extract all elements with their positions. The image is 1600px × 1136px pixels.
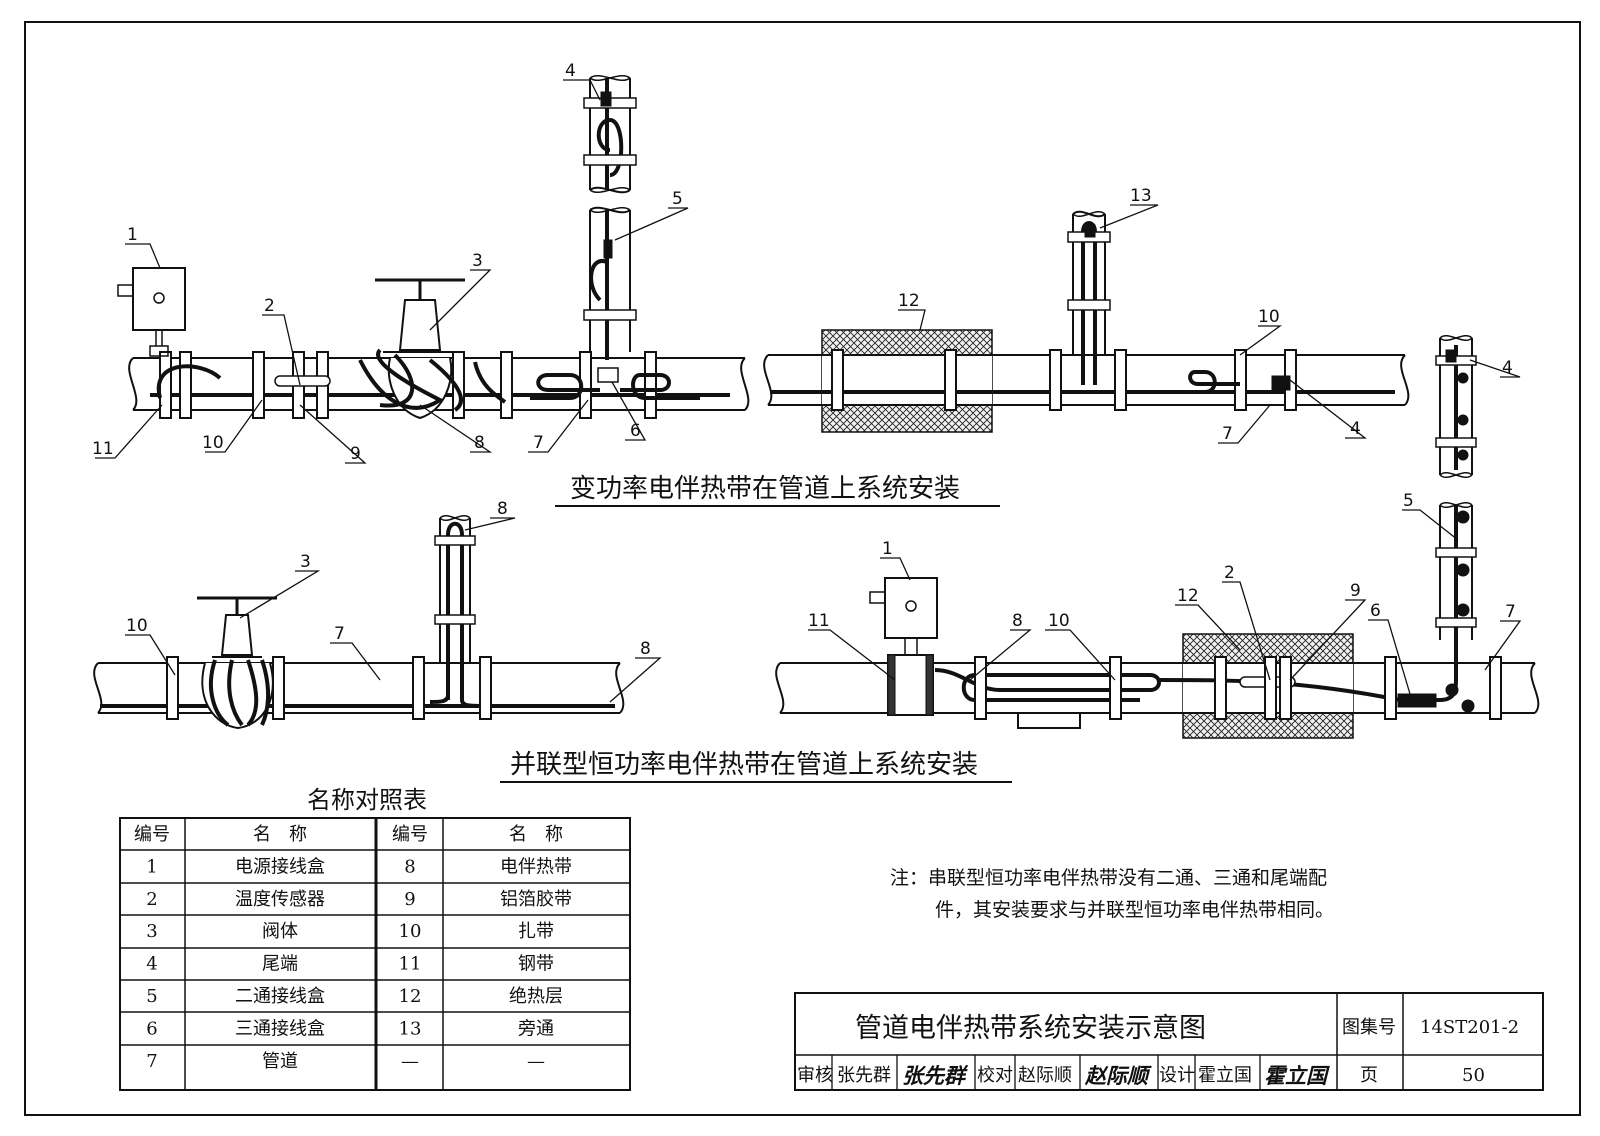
callout-8e: 8 xyxy=(1012,611,1023,631)
legend-cell: 6 xyxy=(146,1018,157,1039)
review-label: 审核 xyxy=(797,1065,833,1086)
legend-cell: 管道 xyxy=(262,1051,298,1072)
callout-7b: 7 xyxy=(1222,424,1233,444)
legend-cell: 4 xyxy=(146,954,157,975)
diagram-parallel-right xyxy=(775,577,1540,739)
legend-cell: 8 xyxy=(404,856,415,877)
callout-2: 2 xyxy=(264,296,275,316)
note-line-1: 注：串联型恒功率电伴热带没有二通、三通和尾端配 xyxy=(890,867,1328,889)
legend-cell: 11 xyxy=(399,954,422,975)
legend-cell: 13 xyxy=(399,1018,422,1039)
diagram-vertical-pipe-right xyxy=(1435,335,1477,680)
callout-10: 10 xyxy=(202,433,224,453)
callout-4c: 4 xyxy=(1502,358,1513,378)
diagram-title-bottom: 并联型恒功率电伴热带在管道上系统安装 xyxy=(510,750,978,780)
callout-3d: 3 xyxy=(300,552,311,572)
callout-1e: 1 xyxy=(882,539,893,559)
callout-9: 9 xyxy=(350,444,361,464)
callout-5: 5 xyxy=(672,189,683,209)
callout-7: 7 xyxy=(533,433,544,453)
callout-8: 8 xyxy=(474,433,485,453)
legend-cell: 2 xyxy=(146,889,157,910)
check-label: 校对 xyxy=(977,1065,1013,1086)
legend-cell: 三通接线盒 xyxy=(235,1018,325,1039)
callout-7c: 7 xyxy=(1505,602,1516,622)
callout-9e: 9 xyxy=(1350,581,1361,601)
reviewer-name: 张先群 xyxy=(837,1065,891,1086)
legend-cell: 钢带 xyxy=(518,954,554,975)
page-number: 50 xyxy=(1462,1065,1485,1086)
designer-name: 霍立国 xyxy=(1198,1065,1252,1086)
legend-cell: 铝箔胶带 xyxy=(500,889,572,910)
designer-signature: 霍立国 xyxy=(1264,1063,1330,1088)
callout-4b: 4 xyxy=(1350,419,1361,439)
legend-header-cell: 编号 xyxy=(392,824,428,845)
callout-5c: 5 xyxy=(1403,491,1414,511)
note-line-2: 件，其安装要求与并联型恒功率电伴热带相同。 xyxy=(935,899,1335,921)
diagram-parallel-left xyxy=(93,515,625,730)
atlas-label: 图集号 xyxy=(1342,1017,1396,1038)
legend-header-cell: 名 称 xyxy=(253,824,307,845)
callout-12e: 12 xyxy=(1177,586,1199,606)
drawing-title: 管道电伴热带系统安装示意图 xyxy=(855,1013,1206,1044)
legend-cell: 1 xyxy=(146,856,157,877)
design-label: 设计 xyxy=(1159,1065,1195,1086)
diagram-variable-power-right xyxy=(763,210,1410,433)
legend-cell: 12 xyxy=(399,986,422,1007)
checker-name: 赵际顺 xyxy=(1018,1065,1072,1086)
callout-7d: 7 xyxy=(334,624,345,644)
diagram-title-top: 变功率电伴热带在管道上系统安装 xyxy=(570,474,960,504)
legend-cell: 10 xyxy=(399,921,422,942)
callout-11e: 11 xyxy=(808,611,830,631)
callout-13: 13 xyxy=(1130,186,1152,206)
legend-cell: 温度传感器 xyxy=(235,889,325,910)
callout-6e: 6 xyxy=(1370,601,1381,621)
callout-3: 3 xyxy=(472,251,483,271)
callout-2e: 2 xyxy=(1224,563,1235,583)
callout-8d-right: 8 xyxy=(640,639,651,659)
legend-cell: 9 xyxy=(404,889,415,910)
legend-header-cell: 名 称 xyxy=(509,824,563,845)
callout-4: 4 xyxy=(565,61,576,81)
reviewer-signature: 张先群 xyxy=(902,1063,969,1088)
legend-cell: 旁通 xyxy=(518,1018,554,1039)
legend-cell: 7 xyxy=(146,1051,157,1072)
legend-cell: 尾端 xyxy=(262,954,298,975)
title-block xyxy=(794,992,1544,1091)
leader-lines xyxy=(95,79,1522,703)
callout-12: 12 xyxy=(898,291,920,311)
legend-cell: 绝热层 xyxy=(509,986,563,1007)
legend-cell: 扎带 xyxy=(518,921,554,942)
atlas-number: 14ST201-2 xyxy=(1420,1017,1519,1038)
diagram-variable-power-left xyxy=(117,75,750,420)
legend-table-title: 名称对照表 xyxy=(307,786,427,814)
callout-10e: 10 xyxy=(1048,611,1070,631)
page-label: 页 xyxy=(1360,1065,1378,1086)
legend-cell: 电源接线盒 xyxy=(235,856,325,877)
installation-note: 注：串联型恒功率电伴热带没有二通、三通和尾端配 件，其安装要求与并联型恒功率电伴… xyxy=(890,862,1450,926)
legend-cell: 阀体 xyxy=(262,921,298,942)
legend-cell: 5 xyxy=(146,986,157,1007)
legend-cell: 电伴热带 xyxy=(500,856,572,877)
checker-signature: 赵际顺 xyxy=(1084,1063,1152,1088)
legend-cell: — xyxy=(527,1051,545,1072)
callout-1: 1 xyxy=(127,225,138,245)
callout-8d-top: 8 xyxy=(497,499,508,519)
callout-labels: 1 2 3 4 5 6 7 8 9 10 11 12 13 10 4 7 4 5… xyxy=(92,61,1516,659)
legend-cell: — xyxy=(401,1051,419,1072)
legend-header-cell: 编号 xyxy=(134,824,170,845)
callout-6: 6 xyxy=(630,421,641,441)
legend-cell: 3 xyxy=(146,921,157,942)
callout-11: 11 xyxy=(92,439,114,459)
legend-table: 名称对照表 编号 名 称 编号 名 称 1 电源接线盒 8 电伴热带 2 温度传感器 9 铝箔胶带 3 阀… xyxy=(119,786,631,1091)
callout-10d: 10 xyxy=(126,616,148,636)
callout-10b: 10 xyxy=(1258,307,1280,327)
legend-cell: 二通接线盒 xyxy=(235,986,325,1007)
sheet-frame xyxy=(24,21,1581,1116)
